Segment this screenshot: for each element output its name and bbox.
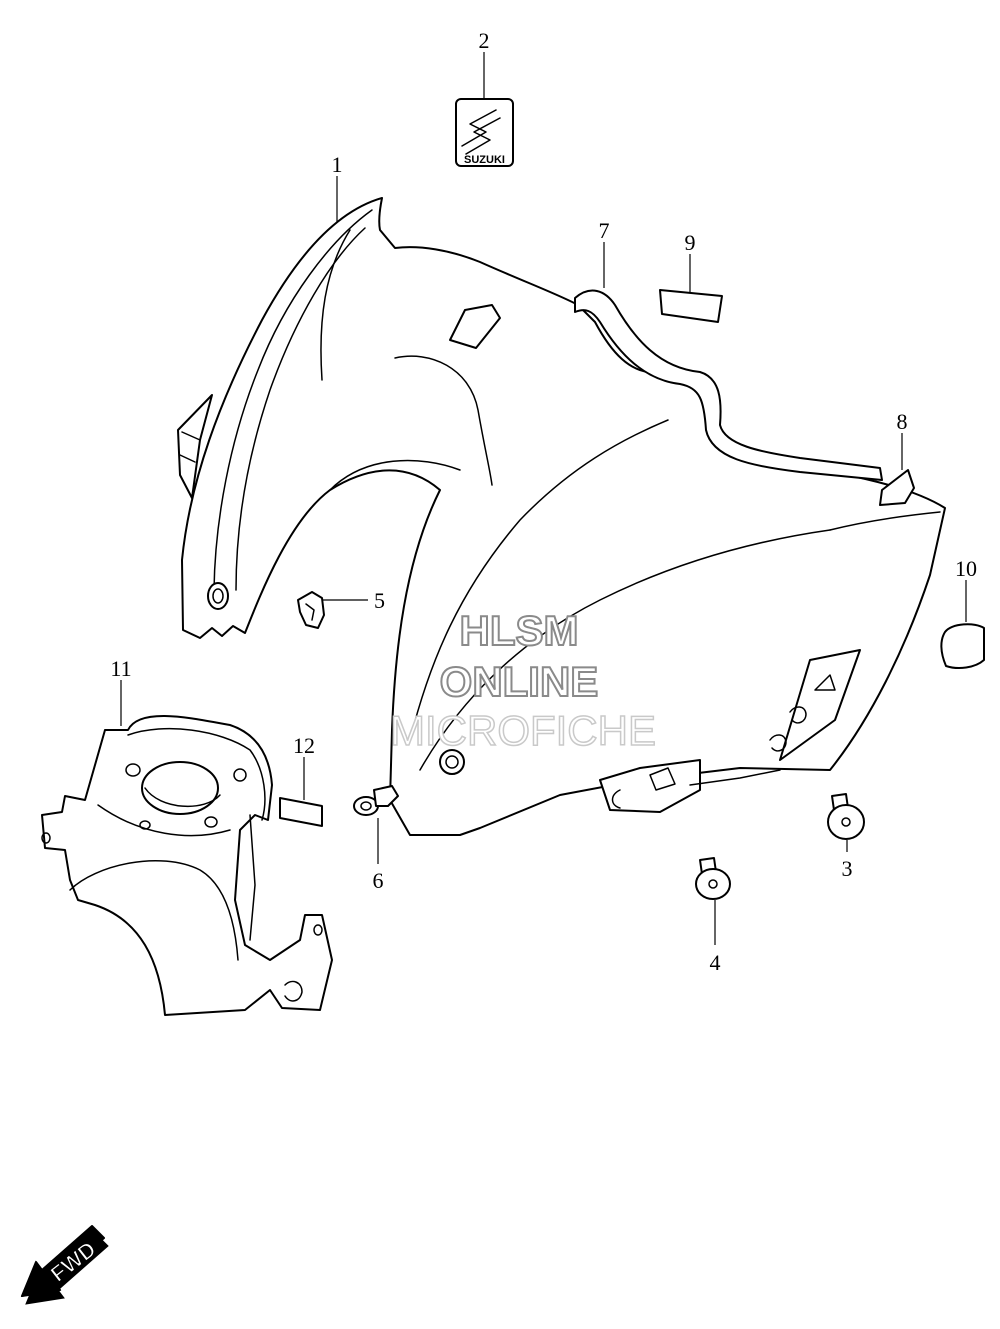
callout-12: 12: [293, 733, 315, 758]
part-8-pad[interactable]: [879, 469, 915, 506]
part-4-screw[interactable]: [695, 857, 731, 900]
watermark-line-2: ONLINE: [440, 658, 599, 705]
watermark-line-3: MICROFICHE: [390, 707, 656, 754]
watermark: HLSM ONLINE MICROFICHE: [389, 606, 657, 755]
part-6-push-rivet[interactable]: [353, 785, 399, 816]
part-12-label[interactable]: [279, 797, 323, 827]
callout-9: 9: [685, 230, 696, 255]
part-2-emblem[interactable]: SUZUKI: [455, 98, 514, 167]
callout-4: 4: [710, 950, 721, 975]
fwd-arrow-icon: FWD: [20, 1224, 109, 1305]
callout-labels: 2 1 7 9 8 10 5 11 12 6 3 4: [110, 28, 977, 975]
part-10-end-cap[interactable]: [940, 623, 985, 669]
callout-7: 7: [599, 218, 610, 243]
leader-lines: [120, 52, 967, 945]
callout-1: 1: [332, 152, 343, 177]
part-5-clip[interactable]: [297, 591, 325, 629]
part-3-screw[interactable]: [827, 793, 865, 840]
callout-3: 3: [842, 856, 853, 881]
suzuki-s-logo-icon: [461, 109, 501, 155]
watermark-line-1: HLSM: [460, 607, 579, 654]
callout-5: 5: [374, 588, 385, 613]
part-1-front-cowl[interactable]: [177, 197, 946, 836]
callout-2: 2: [479, 28, 490, 53]
callout-11: 11: [110, 656, 131, 681]
part-11-inner-cover[interactable]: [41, 715, 333, 1016]
callout-10: 10: [955, 556, 977, 581]
emblem-text: SUZUKI: [464, 154, 505, 166]
callout-6: 6: [373, 868, 384, 893]
callout-8: 8: [897, 409, 908, 434]
part-9-label-plate[interactable]: [659, 289, 723, 323]
part-7-trim-strip[interactable]: [574, 289, 883, 481]
